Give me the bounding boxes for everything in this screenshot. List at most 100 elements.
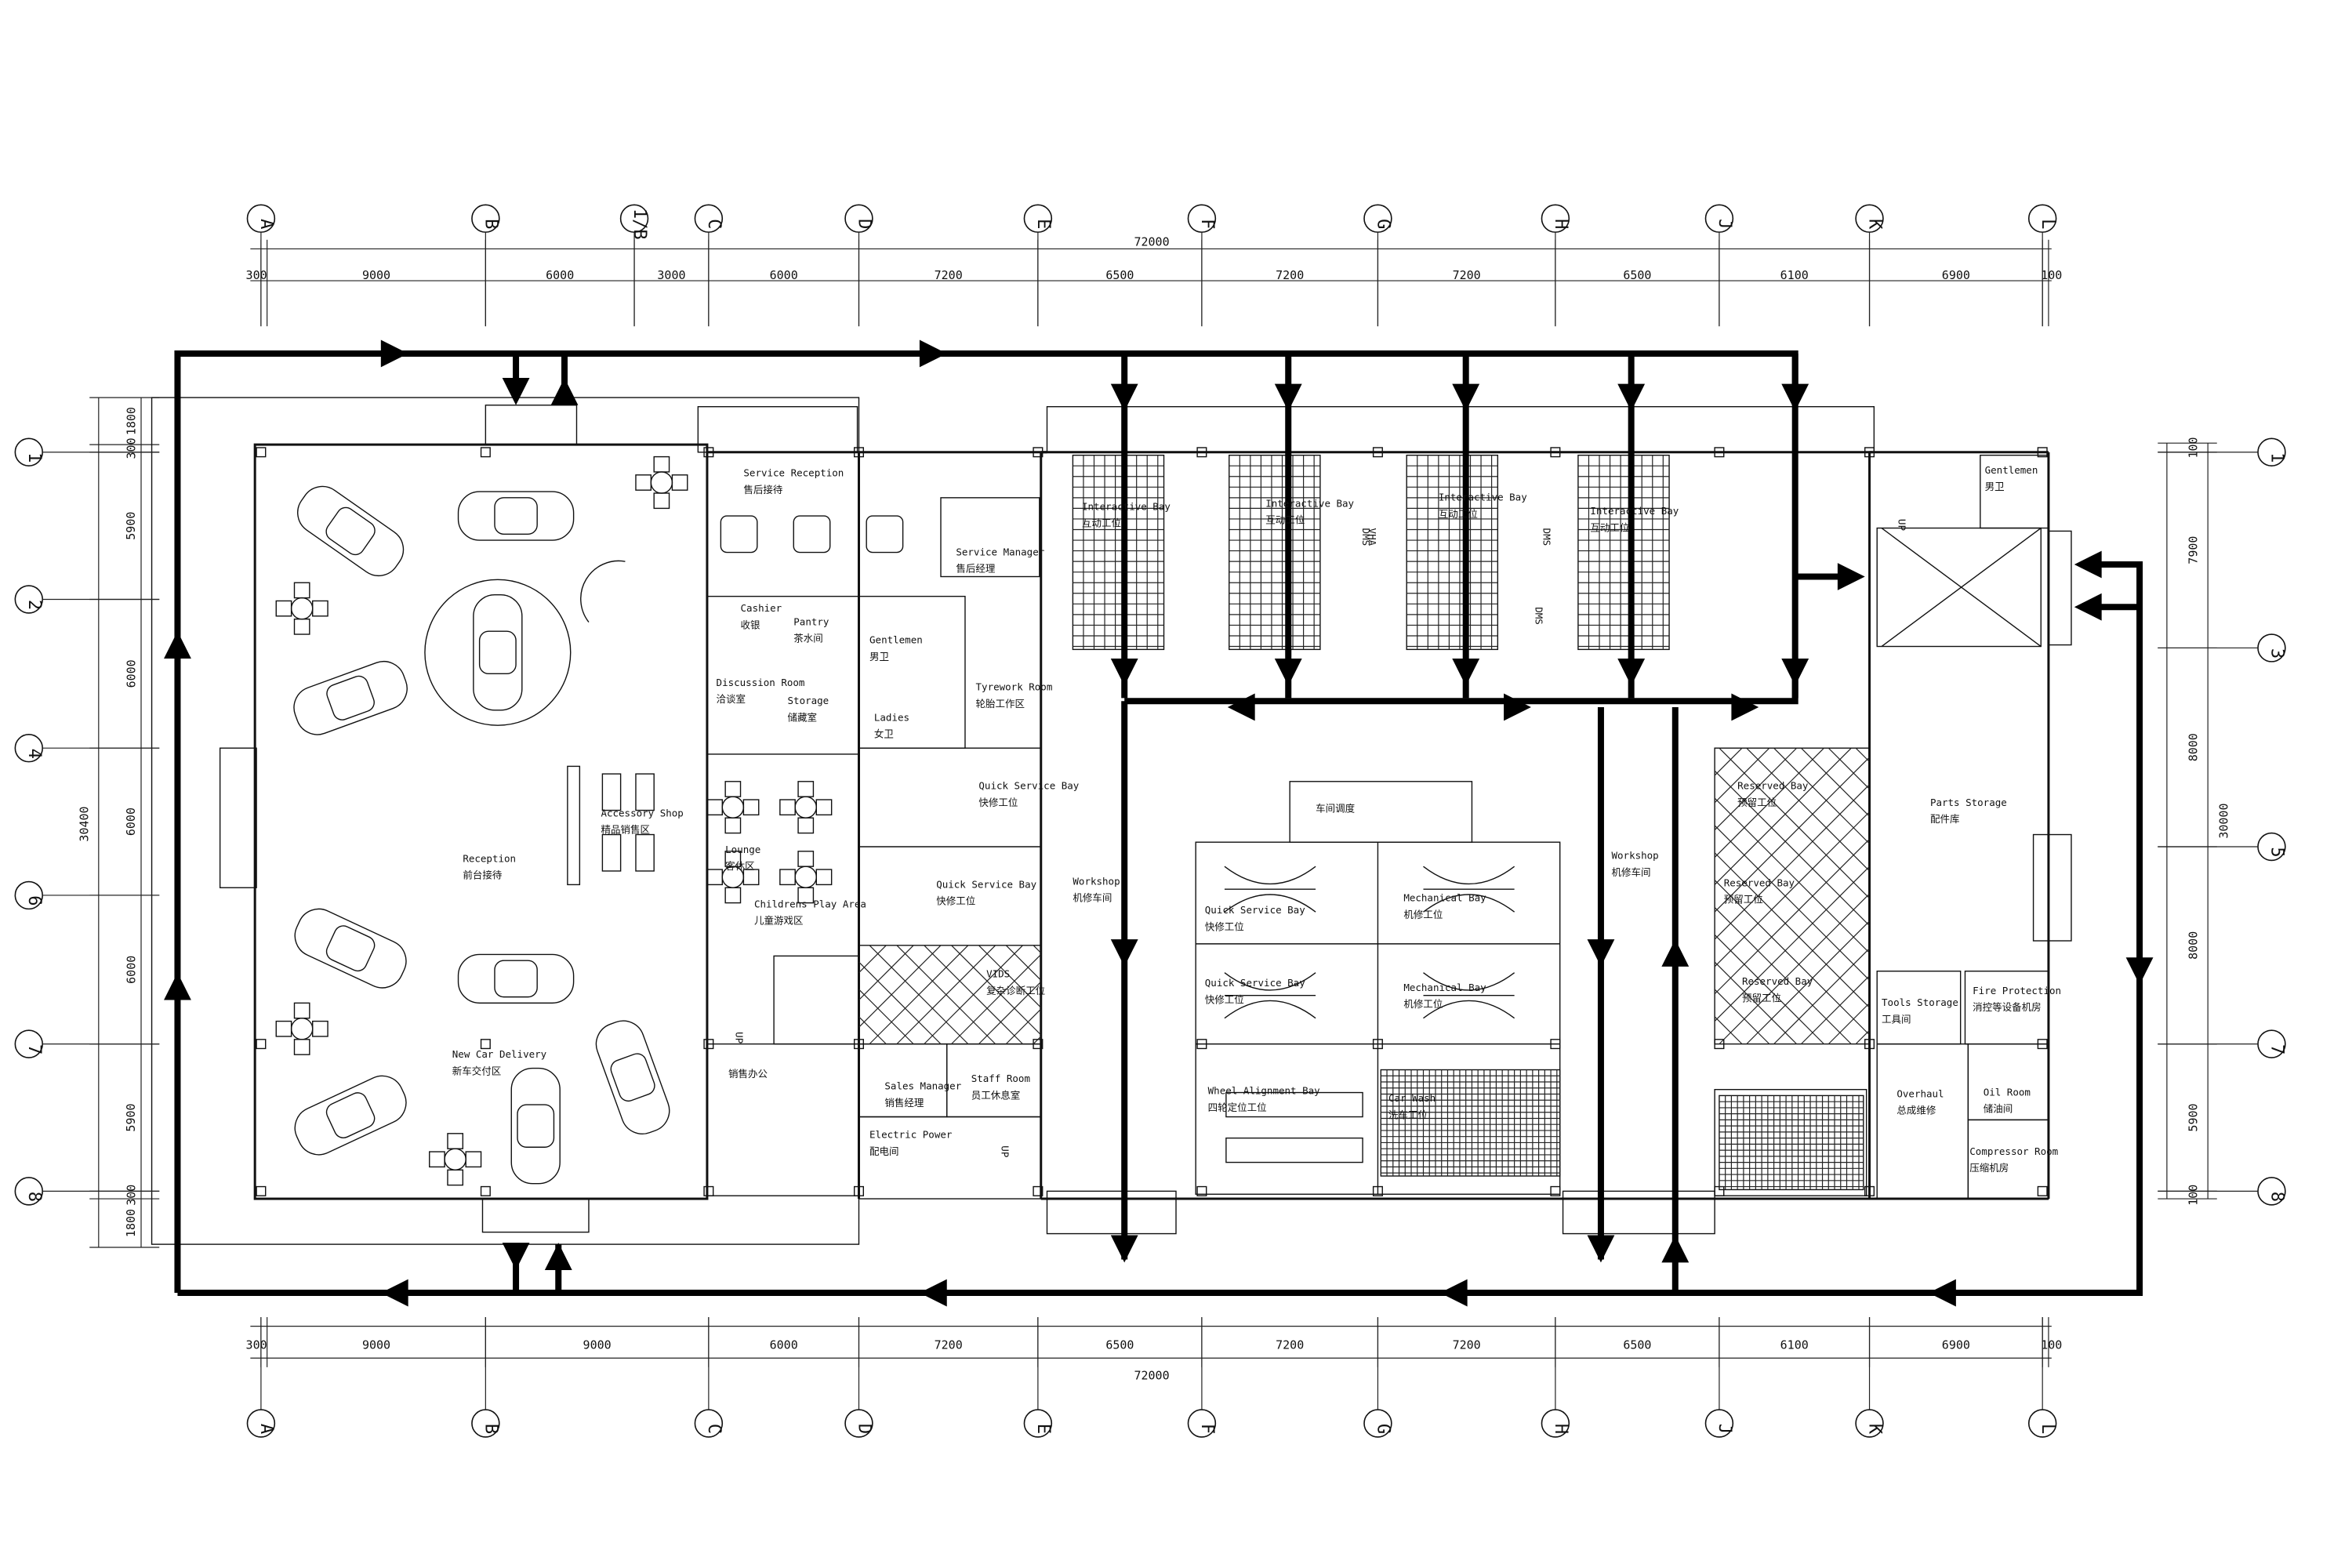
vehicle-lift	[1423, 866, 1515, 913]
hatch-line	[1714, 747, 1852, 885]
lift-arm	[1224, 866, 1316, 885]
bottom-segment-value: 6500	[1105, 1338, 1134, 1352]
table	[650, 471, 673, 494]
room-name-zh: 互动工位	[1439, 508, 1478, 520]
top-segment-value: 7200	[935, 268, 963, 282]
chair	[671, 474, 688, 491]
chair	[293, 1039, 310, 1055]
axis-bubble-top-label: 1/B	[630, 209, 649, 240]
top-segment-value: 7200	[1453, 268, 1481, 282]
interactive-bay-grid	[1229, 454, 1321, 651]
display-car	[457, 953, 575, 1004]
flow-arrow	[1110, 939, 1138, 967]
hatch-line	[1714, 747, 1770, 804]
flow-arrow	[380, 339, 408, 368]
room-name-en: Interactive Bay	[1082, 500, 1171, 512]
room-name-zh: 女卫	[874, 728, 894, 740]
hatch-line	[1719, 893, 1870, 1045]
axis-bubble-bottom-label: D	[854, 1424, 873, 1434]
interactive-bay-grid	[1072, 454, 1165, 651]
room-name-zh: 配件库	[1930, 813, 1960, 825]
flow-arrow	[1587, 939, 1615, 967]
axis-bubble-top-label: A	[256, 219, 276, 229]
room-label: 销售办公	[728, 1068, 768, 1080]
top-segment-value: 6500	[1623, 268, 1651, 282]
room-name-zh: 机修工位	[1403, 909, 1443, 920]
room-name-en: Service Reception	[743, 467, 844, 479]
dispatch-room	[1289, 781, 1473, 843]
reserved-bay-lower	[1714, 1088, 1867, 1196]
top-segment-value: 100	[2041, 268, 2062, 282]
chair	[275, 600, 292, 617]
top-segment-value: 6000	[770, 268, 798, 282]
car-body	[294, 1075, 407, 1156]
bottom-total-dimension: 72000	[1134, 1368, 1169, 1382]
structural-column	[853, 1185, 864, 1196]
axis-bubble-left-label: 8	[24, 1192, 44, 1202]
interactive-bay-grid-outline	[1072, 454, 1165, 651]
plan-mark: DMS	[1534, 607, 1545, 625]
chair	[429, 1151, 445, 1168]
hatch-line	[1714, 797, 1870, 953]
room-name-zh: 前台接待	[463, 869, 503, 881]
hatch-line	[1714, 838, 1870, 995]
flow-arrow	[919, 1279, 947, 1307]
structural-column	[256, 447, 267, 458]
hatch-line	[1719, 747, 1870, 899]
hatch-line	[869, 945, 969, 1045]
bottom-segment-value: 6000	[770, 1338, 798, 1352]
flow-north-loop	[174, 350, 1798, 1294]
car-wash-grid	[1380, 1069, 1561, 1177]
axis-bubble-left-label: 6	[24, 895, 44, 906]
room-name-en: Electric Power	[869, 1129, 953, 1141]
hatch-line	[1828, 747, 1870, 789]
room-name-en: Tools Storage	[1882, 996, 1958, 1008]
structural-column	[480, 1185, 491, 1196]
hatch-line	[1714, 852, 1870, 1008]
room-name-zh: 新车交付区	[452, 1065, 502, 1076]
axis-bubble-top-label: H	[1551, 219, 1570, 229]
room-name-en: Quick Service Bay	[1205, 977, 1305, 989]
vehicle-lift	[1224, 866, 1316, 913]
bottom-segment-value: 6500	[1623, 1338, 1651, 1352]
traffic-flow-arrows	[164, 339, 2154, 1307]
right-total-dimension: 30000	[2216, 804, 2230, 839]
interactive-bay-grid-outline	[1229, 454, 1321, 651]
reserved-lower-grid-outline	[1719, 1094, 1864, 1191]
bottom-segment-value: 300	[246, 1338, 267, 1352]
axis-bubble-bottom-label: A	[256, 1424, 276, 1434]
workshop-door-south	[1046, 1190, 1177, 1235]
bottom-segment-value: 6900	[1942, 1338, 1970, 1352]
north-entrance-door	[485, 405, 578, 445]
axis-bubble-left-label: 4	[24, 749, 44, 759]
structural-column	[1714, 1039, 1725, 1050]
lift-cross-2	[1881, 527, 2042, 648]
display-car	[457, 491, 575, 541]
hatch-line	[1855, 1029, 1870, 1045]
vehicle-lift	[1224, 972, 1316, 1019]
canopy-outline	[151, 397, 860, 1245]
hatch-line	[1714, 934, 1824, 1045]
cashier-discussion-block	[706, 595, 860, 755]
flow-arrow	[1110, 1235, 1138, 1263]
car-cabin	[494, 960, 538, 998]
axis-bubble-bottom-label: G	[1373, 1424, 1392, 1434]
hatch-line	[1773, 747, 1870, 844]
axis-bubble-bottom-label: B	[481, 1424, 500, 1434]
hatch-line	[858, 1016, 887, 1045]
chair	[293, 582, 310, 599]
room-name-en: VIDS	[986, 967, 1010, 979]
room-name-en: Quick Service Bay	[936, 878, 1036, 890]
room-name-zh: 销售办公	[728, 1068, 768, 1080]
flow-arrow	[1274, 659, 1302, 686]
